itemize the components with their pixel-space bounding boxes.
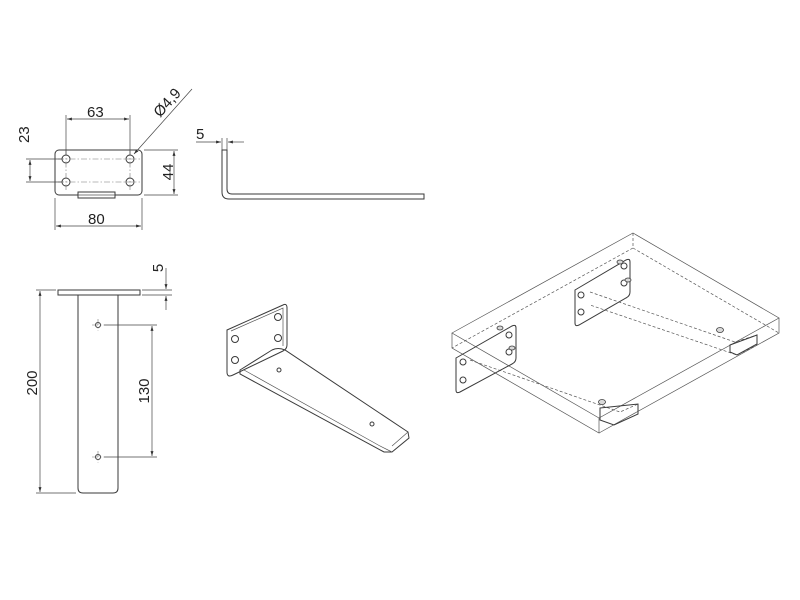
dim-label-63: 63 <box>87 104 104 121</box>
bracket-arm <box>239 348 410 453</box>
front-arm-tip <box>599 403 639 426</box>
bracket-arm-hole-2 <box>369 421 375 427</box>
front-hole-2 <box>459 376 467 384</box>
front-plate-edge <box>57 289 141 296</box>
dim-label-80: 80 <box>88 211 105 228</box>
top-view: 63 Ø4,9 23 44 80 <box>16 85 193 230</box>
shelf-front-edge <box>451 333 600 434</box>
plate-screw-3 <box>616 259 624 265</box>
bracket-hole-1 <box>231 335 239 343</box>
side-view: 5 <box>196 126 425 200</box>
dim-label-thickness-front: 5 <box>150 264 167 272</box>
rear-hole-1 <box>577 291 585 299</box>
rear-arm-tip <box>729 334 758 356</box>
dim-label-thickness-side: 5 <box>196 126 204 143</box>
dim-label-130: 130 <box>136 378 153 403</box>
bracket-hole-3 <box>274 313 282 321</box>
rear-hole-2 <box>577 308 585 316</box>
dim-label-23: 23 <box>16 126 33 143</box>
l-profile <box>221 149 425 200</box>
isometric-bracket <box>226 303 410 453</box>
bracket-hole-4 <box>274 334 282 342</box>
bracket-hole-2 <box>231 356 239 364</box>
front-hole-1 <box>459 358 467 366</box>
front-view: 5 200 130 <box>24 264 172 494</box>
rear-hole-4 <box>620 279 628 287</box>
front-hole-3 <box>505 331 513 339</box>
dim-label-200: 200 <box>24 370 41 395</box>
dim-label-44: 44 <box>160 164 177 181</box>
front-arm <box>77 295 119 494</box>
shelf-side-edge <box>598 318 780 434</box>
shelf-top <box>451 232 780 419</box>
rear-bracket-plate <box>574 258 631 327</box>
rear-screw <box>716 327 724 333</box>
mounting-plate <box>54 149 143 196</box>
bracket-arm-hole-1 <box>276 367 282 373</box>
rear-hole-3 <box>620 262 628 270</box>
plate-screw-2 <box>508 345 516 351</box>
plate-screw-1 <box>496 325 504 331</box>
plate-screw-4 <box>624 277 632 283</box>
front-bracket-plate <box>455 324 517 394</box>
assembly-view <box>451 232 780 434</box>
bracket-plate <box>226 303 288 377</box>
front-screw <box>598 399 606 405</box>
